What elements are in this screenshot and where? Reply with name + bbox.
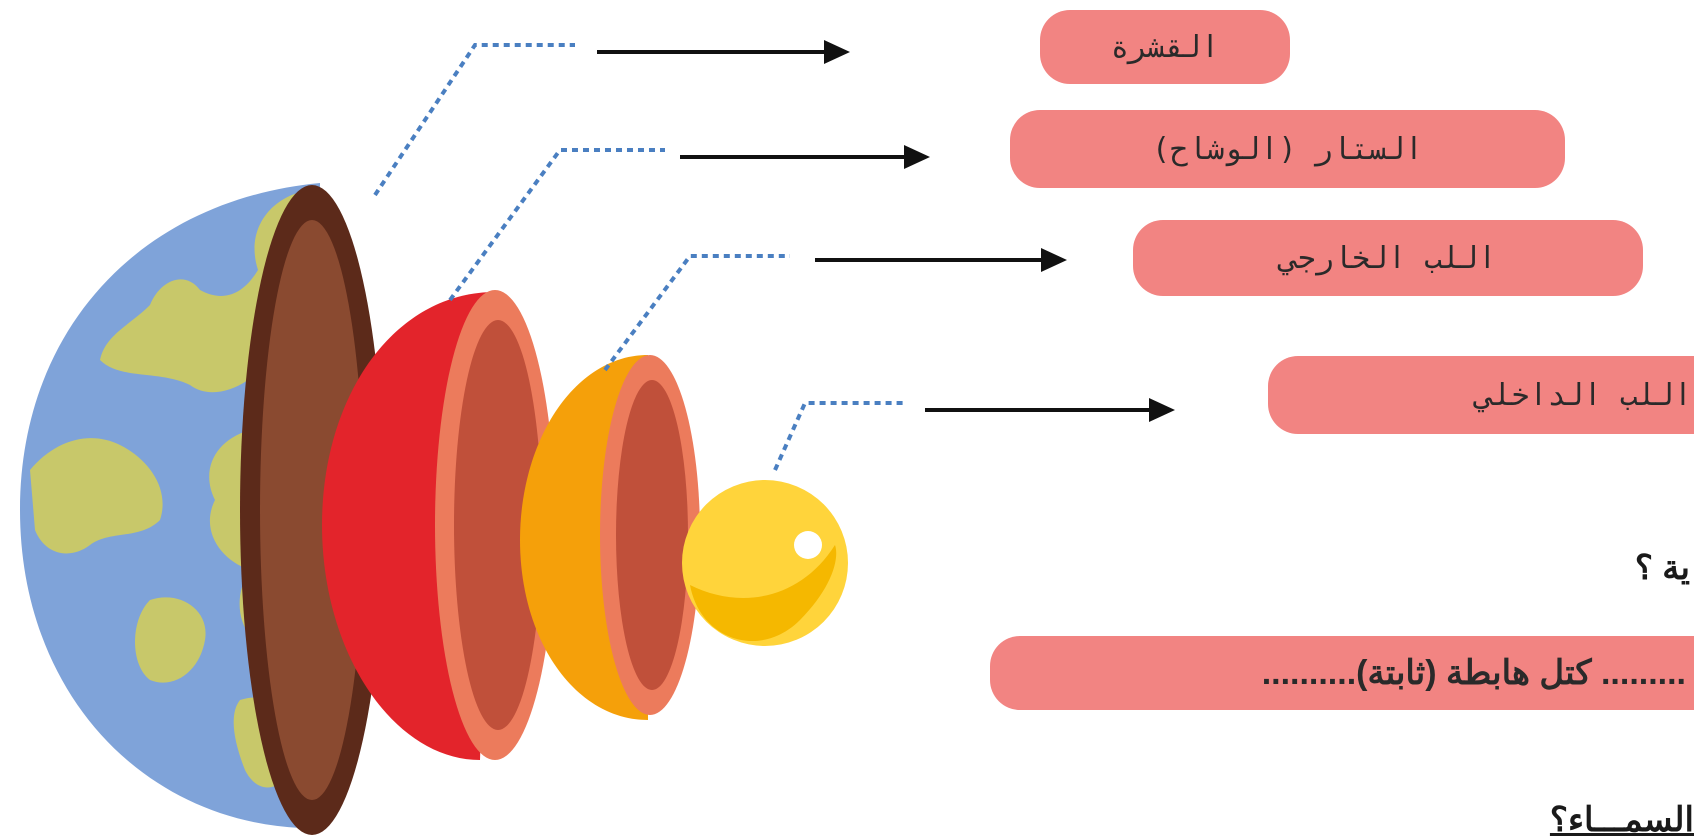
- question-fragment-2: السمـــاء؟: [1549, 801, 1694, 839]
- arrow-crust: [597, 40, 850, 64]
- label-outer-core: اللب الخارجي: [1133, 220, 1643, 296]
- inner-core-layer: [682, 480, 848, 646]
- outer-core-layer: [520, 355, 700, 720]
- continent-south: [135, 597, 206, 683]
- leader-mantle: [448, 148, 665, 302]
- label-inner-core: اللب الداخلي: [1268, 356, 1694, 434]
- arrow-mantle: [680, 145, 930, 169]
- answer-pill: ......... كتل هابطة (ثابتة)..........: [990, 636, 1694, 710]
- leader-inner-core: [773, 401, 905, 471]
- arrow-inner-core: [925, 398, 1175, 422]
- leader-outer-core: [603, 254, 790, 372]
- continent-west: [30, 438, 163, 554]
- question-fragment-1: ية ؟: [1634, 549, 1690, 587]
- arrow-outer-core: [815, 248, 1067, 272]
- crust-layer: [240, 185, 384, 835]
- leader-crust: [373, 43, 575, 197]
- leader-lines: [373, 43, 905, 471]
- arrows: [597, 40, 1175, 422]
- mantle-layer: [322, 290, 555, 760]
- label-crust: القشرة: [1040, 10, 1290, 84]
- label-mantle: الستار (الوشاح): [1010, 110, 1565, 188]
